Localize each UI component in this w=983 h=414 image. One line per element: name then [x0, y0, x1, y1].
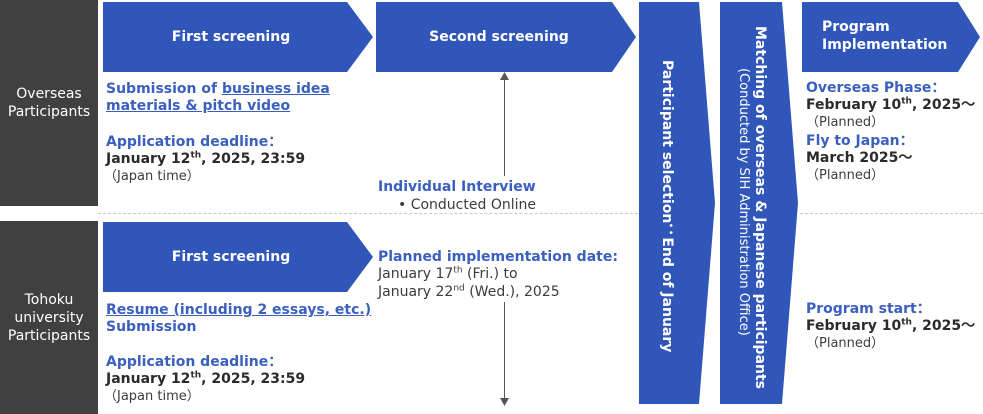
date-sup: th — [190, 150, 202, 161]
date-part: , 2025, 23:59 — [201, 151, 306, 167]
matching-title-text: Matching of overseas & Japanese particip… — [752, 26, 768, 390]
interview-title: Individual Interview — [378, 179, 536, 195]
date-part: (Fri.) to — [462, 266, 518, 282]
overseas-phase-date: February 10th, 2025～ — [806, 97, 975, 114]
chevron-shape — [376, 2, 636, 72]
program-impl-line2: Implementation — [822, 37, 948, 53]
tohoku-deadline-date: January 12th, 2025, 23:59 — [106, 371, 305, 388]
arrow-up-line — [504, 78, 505, 176]
second-screening-label: Second screening — [429, 29, 569, 45]
overseas-phase-label: Overseas Phase： — [806, 80, 946, 96]
fly-to-japan-label: Fly to Japan： — [806, 133, 914, 149]
separator-right — [800, 213, 983, 214]
date-sup: th — [901, 96, 912, 107]
program-start-note: （Planned） — [806, 336, 885, 351]
date-part: February 10 — [806, 318, 902, 334]
matching-sub-text: (Conducted by SIH Administration Office) — [736, 68, 751, 336]
arrow-down-head — [500, 398, 509, 406]
chevron-shape — [103, 222, 373, 292]
submission-prefix: Submission of — [106, 81, 222, 97]
date-part: January 22 — [378, 284, 454, 300]
first-screening-bottom-chevron: First screening — [103, 222, 373, 292]
first-screening-bottom-label: First screening — [171, 249, 291, 265]
tohoku-deadline-label: Application deadline： — [106, 354, 283, 370]
planned-line2: January 22nd (Wed.), 2025 — [378, 284, 560, 301]
date-part: January 17 — [378, 266, 454, 282]
date-part: , 2025～ — [911, 97, 976, 113]
program-start-label: Program start： — [806, 301, 931, 317]
first-screening-top-label: First screening — [171, 29, 291, 45]
date-sup: nd — [453, 283, 465, 294]
participant-selection-chevron: Participant selection：End of January — [639, 2, 715, 404]
arrow-down-line — [504, 302, 505, 400]
pitch-video-link[interactable]: materials & pitch video — [106, 98, 291, 114]
date-part: February 10 — [806, 97, 902, 113]
overseas-phase-note: （Planned） — [806, 115, 885, 130]
fly-to-japan-note: （Planned） — [806, 168, 885, 183]
date-sup: th — [901, 317, 912, 328]
matching-chevron: Matching of overseas & Japanese particip… — [720, 2, 798, 404]
separator-left — [98, 213, 638, 214]
overseas-deadline-date: January 12th, 2025, 23:59 — [106, 151, 305, 168]
planned-title: Planned implementation date: — [378, 249, 618, 265]
program-implementation-chevron: Program Implementation — [802, 2, 980, 72]
overseas-deadline-note: （Japan time） — [104, 169, 200, 184]
date-part: , 2025～ — [911, 318, 976, 334]
date-part: (Wed.), 2025 — [464, 284, 560, 300]
arrow-up-head — [500, 72, 509, 80]
date-part: January 12 — [106, 151, 191, 167]
overseas-submission-line1: Submission of business idea — [106, 81, 330, 98]
first-screening-top-chevron: First screening — [103, 2, 373, 72]
date-part: January 12 — [106, 371, 191, 387]
chevron-shape — [639, 2, 715, 404]
overseas-deadline-label: Application deadline： — [106, 134, 283, 150]
business-idea-link[interactable]: business idea — [221, 81, 330, 97]
tohoku-deadline-note: （Japan time） — [104, 389, 200, 404]
date-sup: th — [190, 370, 202, 381]
program-start-date: February 10th, 2025～ — [806, 318, 975, 335]
date-part: , 2025, 23:59 — [201, 371, 306, 387]
planned-line1: January 17th (Fri.) to — [378, 266, 518, 283]
chevron-shape — [802, 2, 980, 72]
participant-selection-text: Participant selection：End of January — [659, 60, 675, 353]
chevron-shape — [103, 2, 373, 72]
date-sup: th — [453, 265, 463, 276]
second-screening-chevron: Second screening — [376, 2, 636, 72]
chevron-shape — [720, 2, 798, 404]
resume-submission: Submission — [106, 319, 197, 335]
overseas-participants-label: Overseas Participants — [0, 0, 98, 206]
program-impl-line1: Program — [822, 19, 890, 35]
overseas-participants-text: Overseas Participants — [7, 86, 91, 120]
interview-bullet: • Conducted Online — [398, 197, 536, 213]
fly-to-japan-date: March 2025～ — [806, 150, 913, 166]
resume-link[interactable]: Resume (including 2 essays, etc.) — [106, 302, 372, 318]
tohoku-participants-text: Tohoku university Participants — [7, 291, 91, 344]
tohoku-participants-label: Tohoku university Participants — [0, 221, 98, 414]
